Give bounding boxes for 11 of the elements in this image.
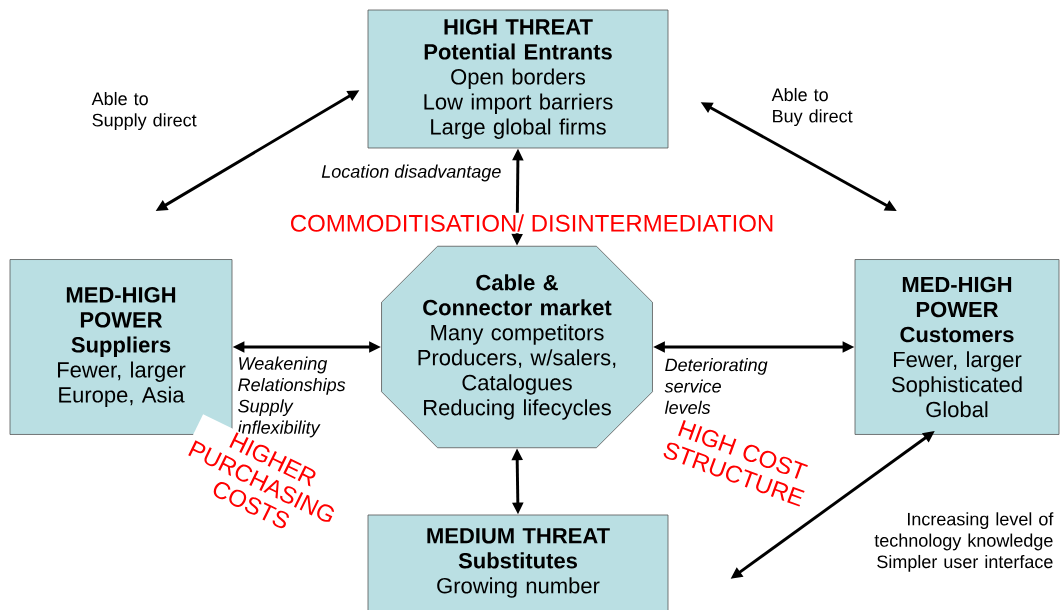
force-box: MEDIUM THREAT Substitutes Growing number	[367, 514, 669, 610]
edge-label: Able to Supply direct	[91, 91, 197, 131]
force-box: MED-HIGH POWER Customers Fewer, larger Sophisticated Global	[854, 259, 1060, 435]
edge-label: Location disadvantage	[321, 164, 501, 182]
edge-label: Able to Buy direct	[771, 87, 853, 127]
force-box: MED-HIGH POWER Suppliers Fewer, larger Europe, Asia	[9, 259, 233, 435]
octagon-box: Cable & Connector market Many competitors Producers, w/salers, Catalogues Reducing lifecycles	[381, 245, 653, 449]
force-box: HIGH THREAT Potential Entrants Open borders Low import barriers Large global firms	[367, 9, 669, 149]
edge-label: Deteriorating service levels	[664, 358, 768, 414]
banner-text: COMMODITISATION/ DISINTERMEDIATION	[288, 212, 776, 234]
edge-label: Increasing level of technology knowledge Simpler user interface	[874, 512, 1054, 572]
